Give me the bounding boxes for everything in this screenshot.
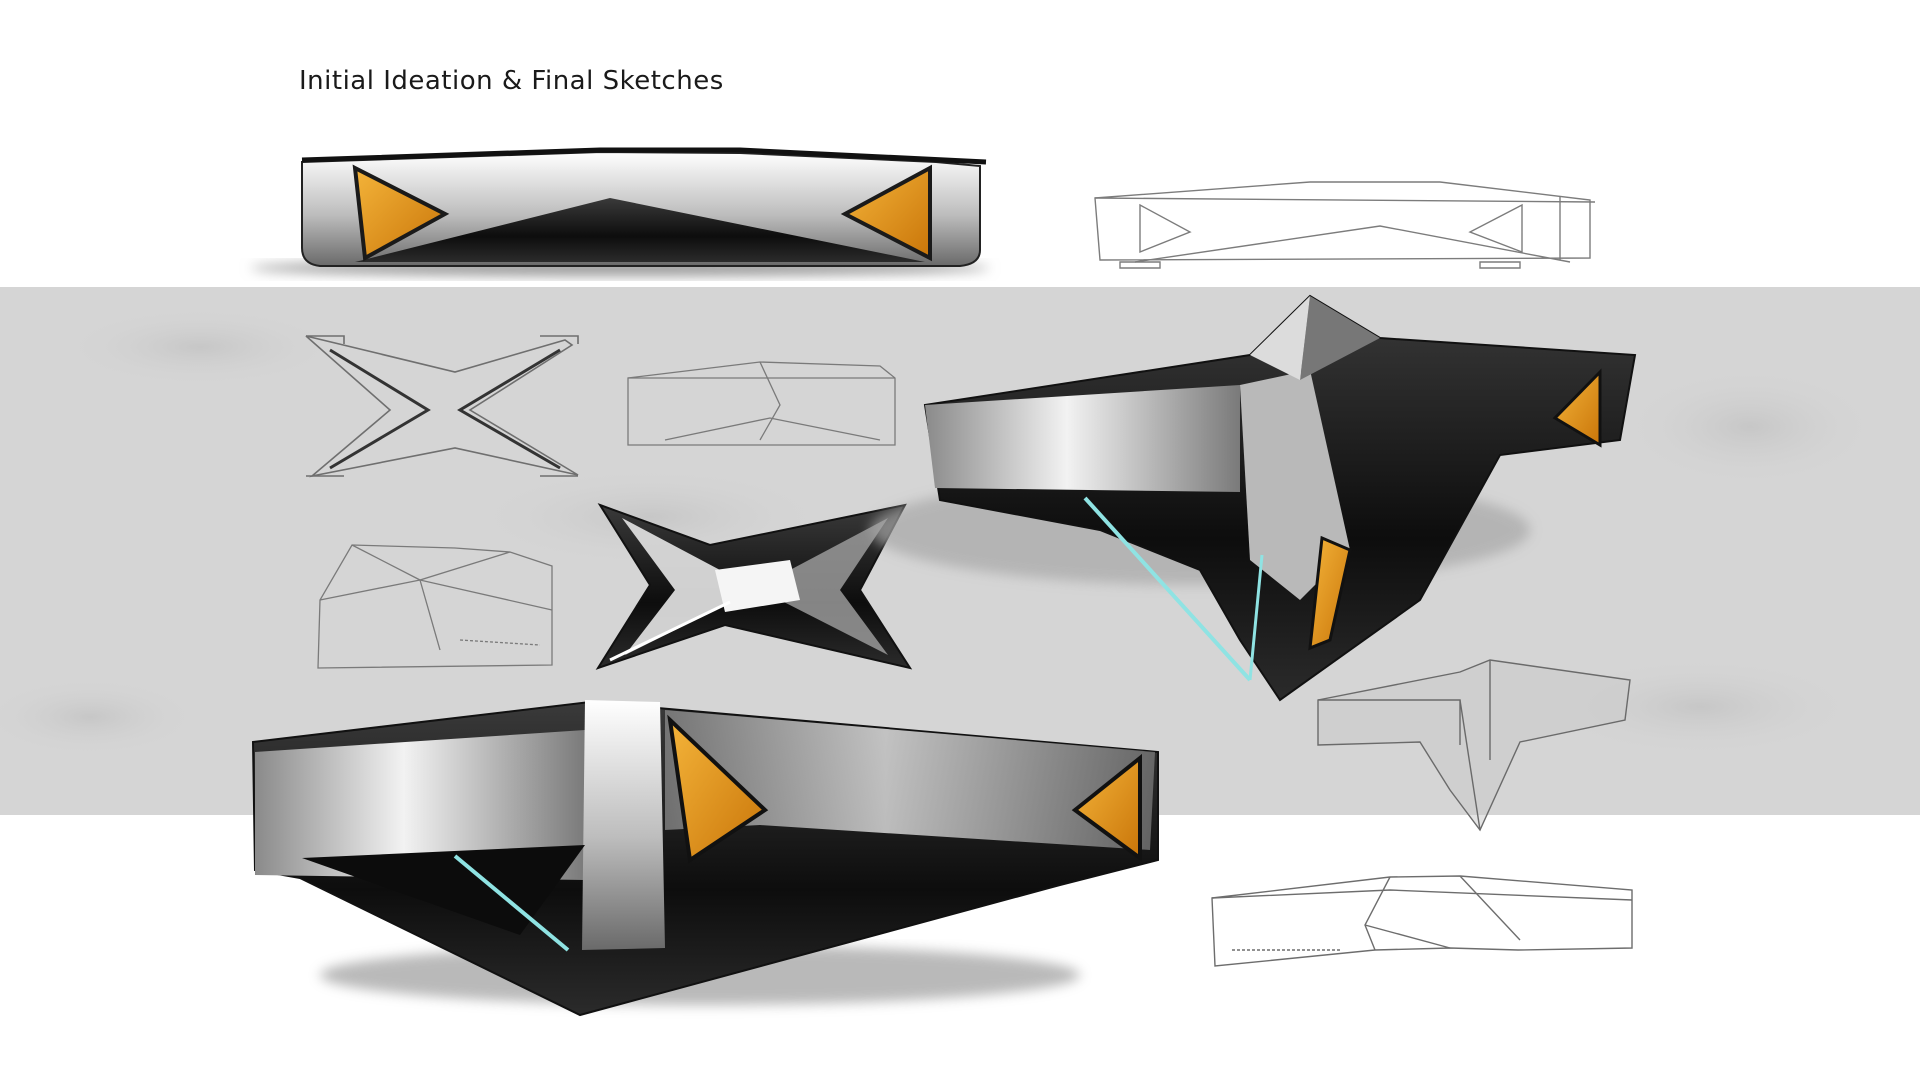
band-texture [0,307,1880,757]
rendered-perspective-bottom [251,700,1159,1017]
rendered-x-top-view [595,503,913,670]
pencil-bottom-right [1211,875,1633,967]
pencil-perspective-right [1317,659,1631,832]
rendered-perspective-large [870,294,1637,702]
rendered-front-top [250,147,990,276]
page-title: Initial Ideation & Final Sketches [299,66,724,96]
pencil-perspective-small [317,544,553,669]
pencil-side-small [627,361,896,446]
pencil-side-top [1094,181,1596,269]
pencil-x-top-view [305,335,579,478]
